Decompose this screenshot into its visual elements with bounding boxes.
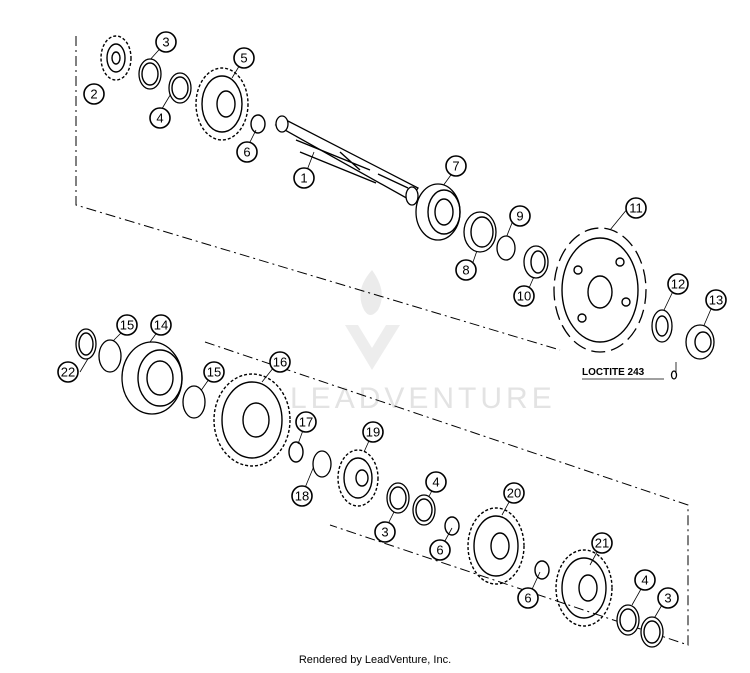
washer-4-top — [168, 72, 192, 104]
svg-text:11: 11 — [629, 201, 643, 216]
callout-14: 14 — [150, 314, 172, 336]
callout-3-bottom: 3 — [657, 587, 679, 609]
svg-text:14: 14 — [154, 318, 168, 333]
svg-text:2: 2 — [90, 87, 97, 102]
gear-5 — [195, 67, 249, 141]
footer-credit: Rendered by LeadVenture, Inc. — [298, 654, 452, 666]
upper-assembly-outline — [75, 36, 561, 351]
ball-bearing-14 — [121, 341, 183, 415]
callout-1: 1 — [293, 167, 315, 189]
callout-18: 18 — [291, 485, 313, 507]
svg-text:19: 19 — [366, 425, 380, 440]
svg-text:20: 20 — [507, 486, 521, 501]
sprocket-11 — [553, 227, 647, 353]
callout-6-top: 6 — [236, 141, 258, 163]
callout-20: 20 — [503, 482, 525, 504]
gear-19 — [337, 449, 379, 507]
svg-text:3: 3 — [162, 35, 169, 50]
lower-assembly-outline — [204, 341, 689, 646]
watermark-logo — [345, 270, 400, 370]
svg-text:3: 3 — [381, 525, 388, 540]
washer-3-top — [138, 58, 162, 90]
loctite-note: LOCTITE 243 — [582, 367, 678, 380]
gear-2 — [100, 35, 132, 81]
svg-text:6: 6 — [243, 145, 250, 160]
callout-7: 7 — [445, 155, 467, 177]
callout-9: 9 — [509, 205, 531, 227]
needle-bearing-6-top — [250, 114, 266, 134]
callout-3-mid: 3 — [374, 521, 396, 543]
svg-text:4: 4 — [156, 111, 163, 126]
seal-ring-8 — [463, 211, 497, 253]
callout-6-mid: 6 — [429, 539, 451, 561]
needle-bearing-6-low — [534, 560, 550, 580]
svg-text:16: 16 — [273, 355, 287, 370]
callout-5: 5 — [233, 47, 255, 69]
washer-15-right — [182, 385, 206, 419]
gear-16 — [213, 373, 291, 467]
svg-text:6: 6 — [436, 543, 443, 558]
svg-text:21: 21 — [595, 536, 609, 551]
washer-22 — [75, 328, 97, 360]
nut-13 — [685, 324, 715, 360]
svg-text:3: 3 — [664, 591, 671, 606]
callout-17: 17 — [295, 411, 317, 433]
needle-bearing-17 — [288, 441, 304, 463]
callout-6-low: 6 — [517, 587, 539, 609]
svg-text:4: 4 — [432, 475, 439, 490]
lock-washer-12 — [651, 309, 673, 343]
washer-3-bottom — [640, 616, 664, 648]
svg-text:1: 1 — [300, 171, 307, 186]
watermark-text: LEADVENTURE — [290, 382, 556, 415]
callout-19: 19 — [362, 421, 384, 443]
callout-22: 22 — [57, 361, 79, 383]
needle-bearing-6-mid — [444, 516, 460, 536]
svg-text:6: 6 — [524, 591, 531, 606]
svg-text:15: 15 — [207, 365, 221, 380]
svg-text:13: 13 — [709, 293, 723, 308]
svg-text:15: 15 — [120, 318, 134, 333]
svg-text:18: 18 — [295, 489, 309, 504]
svg-text:4: 4 — [641, 573, 648, 588]
svg-text:12: 12 — [671, 277, 685, 292]
callout-13: 13 — [705, 289, 727, 311]
svg-text:8: 8 — [462, 263, 469, 278]
callout-15-right: 15 — [203, 361, 225, 383]
callout-12: 12 — [667, 273, 689, 295]
callout-8: 8 — [455, 259, 477, 281]
svg-text:22: 22 — [61, 365, 75, 380]
svg-text:7: 7 — [452, 159, 459, 174]
callout-15-left: 15 — [116, 314, 138, 336]
svg-text:10: 10 — [517, 289, 531, 304]
spacer-bushing-10 — [523, 245, 549, 279]
loctite-label: LOCTITE 243 — [582, 367, 645, 378]
svg-text:9: 9 — [516, 209, 523, 224]
washer-4-bottom — [616, 604, 640, 636]
callout-10: 10 — [513, 285, 535, 307]
washer-18 — [312, 450, 332, 478]
callout-4-bottom: 4 — [634, 569, 656, 591]
washer-3-mid — [386, 482, 410, 514]
washer-4-mid — [412, 494, 436, 526]
gear-20 — [467, 507, 525, 585]
callout-2: 2 — [83, 83, 105, 105]
gear-21 — [555, 549, 613, 627]
callout-3-top: 3 — [155, 31, 177, 53]
svg-text:5: 5 — [240, 51, 247, 66]
callout-4-top: 4 — [149, 107, 171, 129]
o-ring-9 — [496, 235, 516, 261]
main-shaft-1 — [274, 115, 419, 206]
ball-bearing-7 — [415, 183, 461, 241]
callout-11: 11 — [625, 197, 647, 219]
callout-4-mid: 4 — [425, 471, 447, 493]
svg-text:17: 17 — [299, 415, 313, 430]
callout-16: 16 — [269, 351, 291, 373]
callout-21: 21 — [591, 532, 613, 554]
washer-15-left — [98, 339, 122, 373]
